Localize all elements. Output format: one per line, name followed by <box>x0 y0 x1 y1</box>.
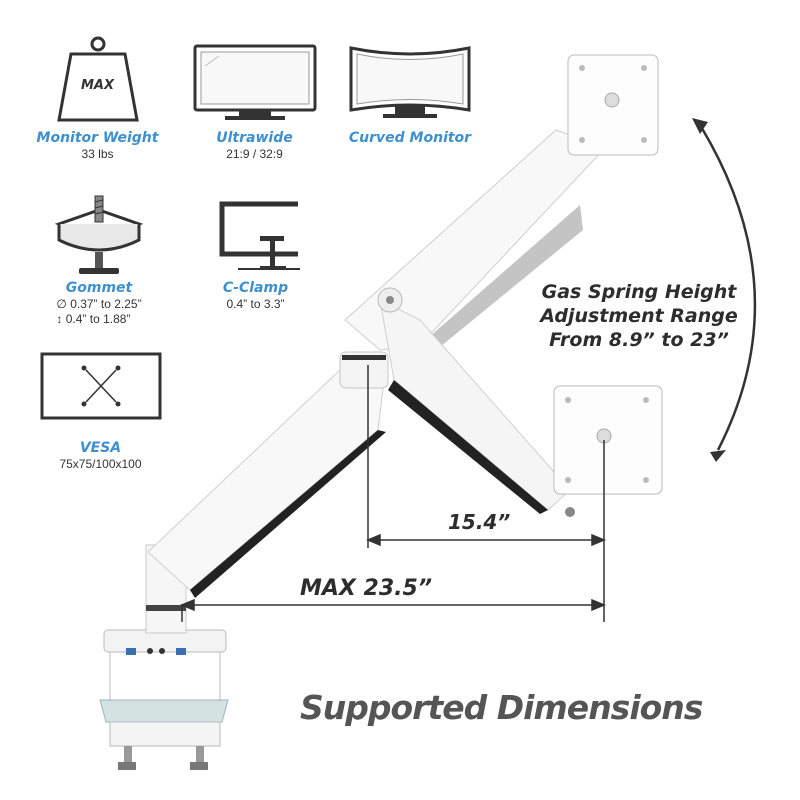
grommet-mount-icon <box>54 195 144 274</box>
spec-curved-monitor: Curved Monitor <box>335 44 485 147</box>
spec-vesa: VESA 75x75/100x100 <box>38 352 163 472</box>
desk-clamp-icon <box>99 629 229 770</box>
ultrawide-monitor-icon <box>193 44 316 120</box>
vesa-label: VESA <box>79 440 122 456</box>
c-clamp-value: 0.4” to 3.3” <box>226 297 285 311</box>
curved-monitor-label: Curved Monitor <box>348 130 472 146</box>
gas-spring-line-1: Gas Spring Height <box>541 281 737 303</box>
grommet-label: Gommet <box>65 280 133 296</box>
vesa-plate-bottom-icon <box>553 385 663 495</box>
reach-measurement: 15.4” <box>448 510 511 534</box>
spec-grommet: Gommet ∅ 0.37” to 2.25” ↕ 0.4” to 1.88” <box>36 194 162 327</box>
vesa-plate-top-icon <box>567 54 659 156</box>
ultrawide-label: Ultrawide <box>216 130 293 146</box>
grommet-values: ∅ 0.37” to 2.25” ↕ 0.4” to 1.88” <box>56 297 141 327</box>
weight-icon-text: MAX <box>80 78 115 93</box>
height-range-arrow-icon <box>692 118 757 462</box>
thickness-arrow-icon: ↕ <box>56 312 66 326</box>
gas-spring-line-2: Adjustment Range <box>540 305 738 327</box>
gas-spring-line-3: From 8.9” to 23” <box>549 329 729 351</box>
spec-monitor-weight: MAX Monitor Weight 33 lbs <box>30 36 165 162</box>
vesa-pattern-icon <box>40 352 161 420</box>
dimension-lines <box>180 365 606 622</box>
gas-spring-range-text: Gas Spring Height Adjustment Range From … <box>524 280 754 352</box>
spec-ultrawide: Ultrawide 21:9 / 32:9 <box>182 44 327 162</box>
monitor-weight-label: Monitor Weight <box>36 130 159 146</box>
page-heading: Supported Dimensions <box>300 688 703 727</box>
max-reach-measurement: MAX 23.5” <box>300 576 432 601</box>
grommet-value-1: 0.37” to 2.25” <box>70 297 142 311</box>
grommet-value-2: 0.4” to 1.88” <box>65 312 131 326</box>
curved-monitor-icon <box>349 46 471 118</box>
spec-c-clamp: C-Clamp 0.4” to 3.3” <box>188 198 323 312</box>
weight-icon <box>56 36 139 122</box>
c-clamp-icon <box>219 201 300 270</box>
ultrawide-value: 21:9 / 32:9 <box>226 147 283 161</box>
c-clamp-label: C-Clamp <box>222 280 289 296</box>
monitor-weight-value: 33 lbs <box>81 147 114 161</box>
vesa-value: 75x75/100x100 <box>59 457 142 471</box>
diameter-icon: ∅ <box>56 297 71 311</box>
